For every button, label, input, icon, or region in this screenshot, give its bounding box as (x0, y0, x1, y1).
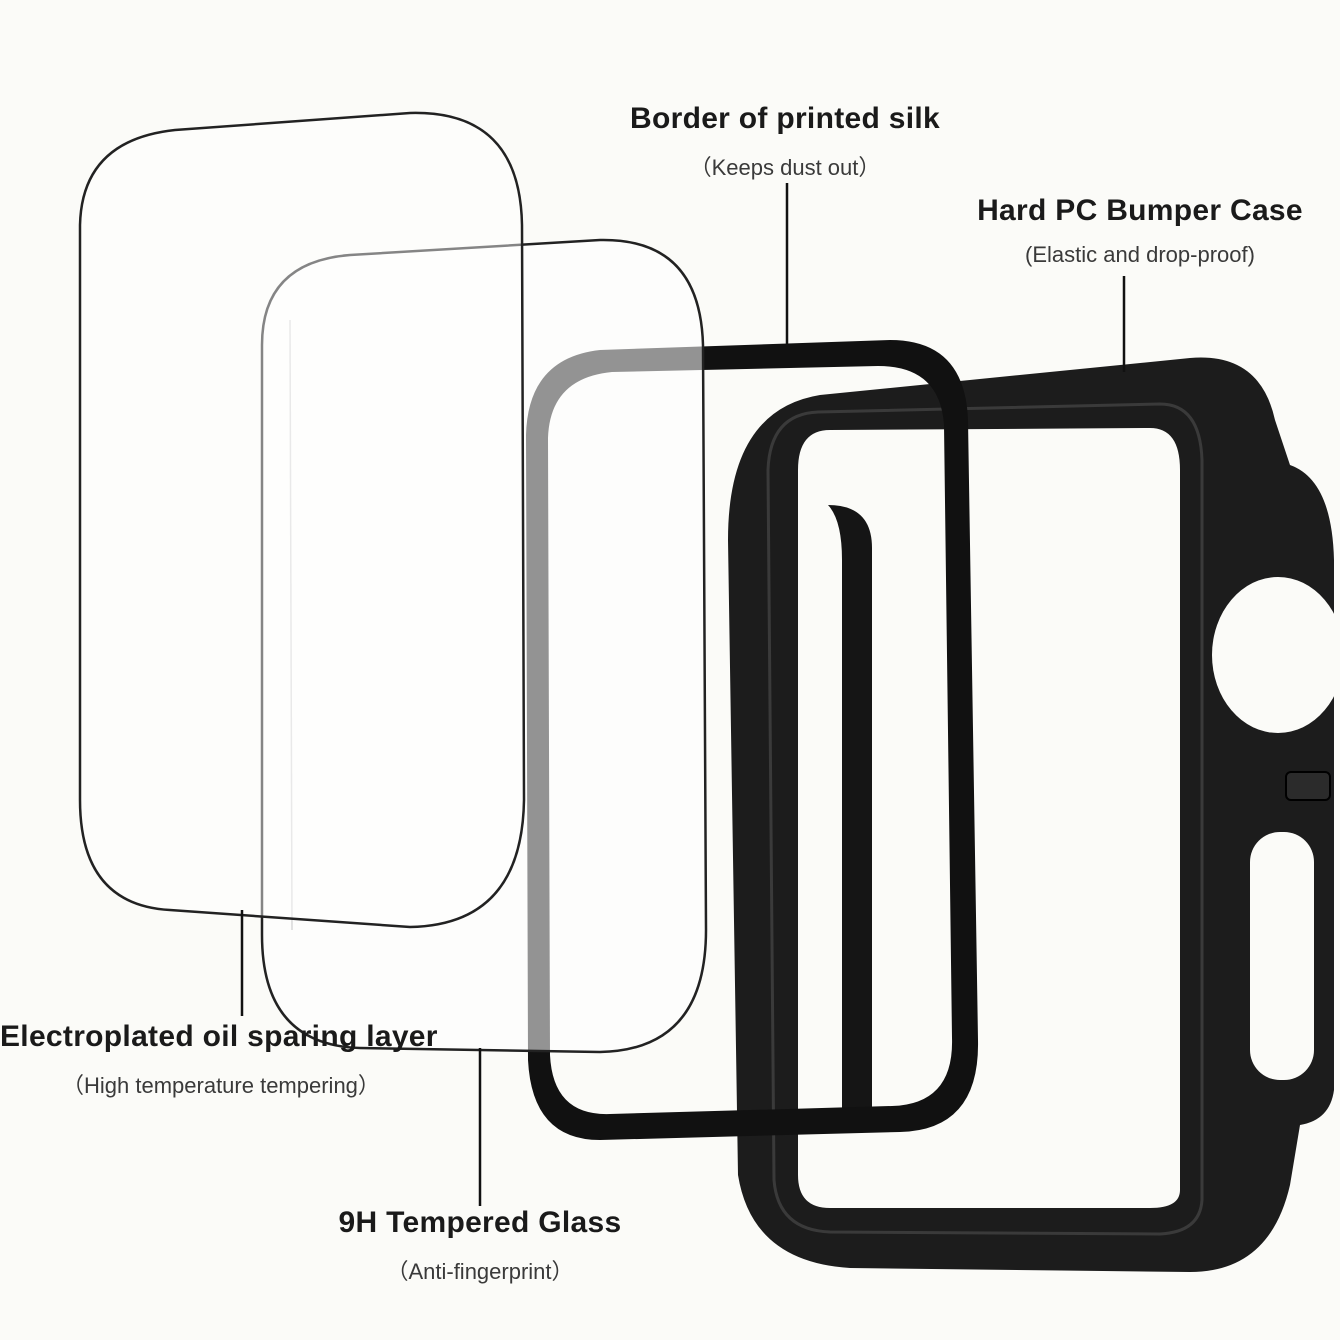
side-button (1285, 771, 1331, 801)
callout-border: Border of printed silk （Keeps dust out） (570, 102, 1000, 182)
oil-sparing-glass (78, 111, 526, 929)
bumper-case (728, 357, 1340, 1272)
callout-tempered-glass-subtitle: （Anti-fingerprint） (386, 1259, 574, 1284)
callout-bumper: Hard PC Bumper Case (Elastic and drop-pr… (940, 194, 1340, 268)
callout-border-subtitle: （Keeps dust out） (689, 155, 881, 180)
glass-sheet-back (78, 111, 526, 929)
callout-bumper-subtitle: (Elastic and drop-proof) (1025, 242, 1255, 267)
case-side-slot (798, 696, 830, 946)
case-left-inner-wall (828, 505, 872, 1115)
callout-oil-layer-title: Electroplated oil sparing layer (0, 1020, 438, 1053)
tempered-glass (260, 238, 708, 1054)
bumper-case-body (728, 357, 1334, 1272)
callout-oil-layer-subtitle: （High temperature tempering） (62, 1073, 380, 1098)
button-cutout (1250, 832, 1314, 1080)
callout-border-title: Border of printed silk (630, 102, 940, 135)
glass-sheet-front (260, 238, 708, 1054)
callout-tempered-glass-title: 9H Tempered Glass (338, 1206, 622, 1239)
glass-sheen (289, 319, 293, 931)
callout-oil-layer: Electroplated oil sparing layer （High te… (0, 1020, 458, 1100)
callout-bumper-title: Hard PC Bumper Case (977, 194, 1303, 227)
crown-cutout (1212, 577, 1340, 733)
bumper-inner-rim (766, 402, 1204, 1236)
callout-tempered-glass: 9H Tempered Glass （Anti-fingerprint） (310, 1206, 650, 1286)
